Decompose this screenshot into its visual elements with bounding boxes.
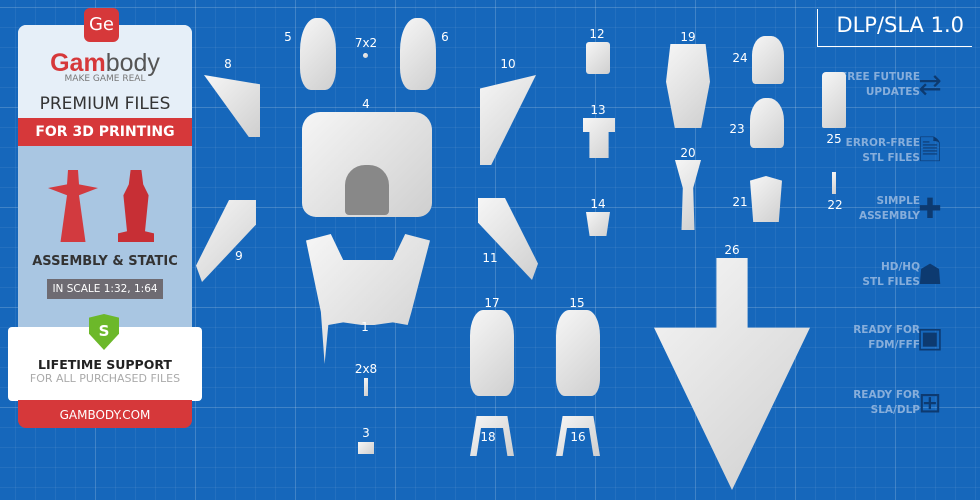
feature-line-1: ERROR-FREE <box>845 137 920 149</box>
part-5 <box>300 18 336 90</box>
feature-line-1: READY FOR <box>853 389 920 401</box>
part-number-label: 17 <box>484 296 500 310</box>
part-number-label: 18 <box>480 430 496 444</box>
part-number-label: 15 <box>569 296 585 310</box>
feature-line-2: SLA/DLP <box>870 404 920 416</box>
part-number-label: 5 <box>284 30 292 44</box>
part-14 <box>586 212 610 236</box>
part-number-label: 25 <box>826 132 842 146</box>
part-number-label: 21 <box>732 195 748 209</box>
part-number-label: 2x8 <box>354 362 378 376</box>
assembled-figure-icon <box>48 170 98 242</box>
fdm-printer-icon: ▣ <box>916 321 944 354</box>
feature-line-1: FREE FUTURE <box>840 71 920 83</box>
part-4-bay <box>345 165 389 215</box>
part-number-label: 13 <box>590 103 606 117</box>
scale-badge: IN SCALE 1:32, 1:64 <box>47 279 163 299</box>
part-number-label: 3 <box>362 426 370 440</box>
feature-label: READY FOR SLA/DLP <box>853 388 920 418</box>
part-7 <box>363 53 368 58</box>
feature-line-1: READY FOR <box>853 324 920 336</box>
feature-line-1: HD/HQ <box>880 261 920 273</box>
feature-line-2: STL FILES <box>862 152 920 164</box>
part-10 <box>480 75 536 165</box>
part-13 <box>583 118 615 158</box>
part-20 <box>675 160 701 230</box>
part-number-label: 20 <box>680 146 696 160</box>
tagline: MAKE GAME REAL <box>64 74 146 84</box>
part-3 <box>358 442 374 454</box>
gambody-logo-mark: Ge <box>84 8 119 42</box>
file-check-icon: 🗎 <box>918 134 942 167</box>
version-title: DLP/SLA 1.0 <box>817 9 972 47</box>
part-number-label: 11 <box>482 251 498 265</box>
support-subtitle: FOR ALL PURCHASED FILES <box>29 372 181 385</box>
part-12 <box>586 42 610 74</box>
feature-line-2: STL FILES <box>862 276 920 288</box>
part-number-label: 6 <box>441 30 449 44</box>
feature-line-2: ASSEMBLY <box>858 210 920 222</box>
assembly-static-label: ASSEMBLY & STATIC <box>32 254 178 269</box>
part-number-label: 9 <box>235 249 243 263</box>
static-figure-icon <box>118 170 154 242</box>
part-number-label: 24 <box>732 51 748 65</box>
part-21 <box>750 176 782 222</box>
part-number-label: 16 <box>570 430 586 444</box>
part-number-label: 12 <box>589 27 605 41</box>
part-number-label: 19 <box>680 30 696 44</box>
feature-line-2: UPDATES <box>865 86 920 98</box>
feature-line-2: FDM/FFF <box>868 339 920 351</box>
brand-name: Gambody <box>50 49 160 77</box>
part-23 <box>750 98 784 148</box>
part-number-label: 1 <box>361 320 369 334</box>
part-26 <box>654 258 810 490</box>
feature-label: SIMPLE ASSEMBLY <box>859 194 920 224</box>
part-11 <box>478 198 538 280</box>
part-1 <box>306 234 430 364</box>
part-22 <box>832 172 836 194</box>
part-8 <box>204 75 260 137</box>
part-25 <box>822 72 846 128</box>
feature-label: HD/HQ STL FILES <box>862 260 920 290</box>
sync-icon: ⇄ <box>918 68 942 101</box>
gambody-website-link[interactable]: GAMBODY.COM <box>18 400 192 428</box>
part-19 <box>666 44 710 128</box>
part-15 <box>556 310 600 396</box>
feature-label: READY FOR FDM/FFF <box>853 323 920 353</box>
part-24 <box>752 36 784 84</box>
part-6 <box>400 18 436 90</box>
feature-label: FREE FUTURE UPDATES <box>840 70 920 100</box>
gambody-promo-panel: Gambody MAKE GAME REAL PREMIUM FILES FOR… <box>18 25 192 427</box>
part-number-label: 4 <box>362 97 370 111</box>
part-number-label: 7x2 <box>354 36 378 50</box>
support-title: LIFETIME SUPPORT <box>38 357 172 372</box>
figure-icon: ☗ <box>917 258 943 291</box>
part-number-label: 10 <box>500 57 516 71</box>
part-number-label: 23 <box>729 122 745 136</box>
feature-label: ERROR-FREE STL FILES <box>846 136 920 166</box>
part-number-label: 22 <box>827 198 843 212</box>
premium-files-label: PREMIUM FILES <box>39 94 171 114</box>
feature-line-1: SIMPLE <box>876 195 920 207</box>
for-3d-printing-banner: FOR 3D PRINTING <box>18 118 192 146</box>
part-9 <box>196 200 256 282</box>
sla-printer-icon: ⊞ <box>918 386 942 419</box>
part-17 <box>470 310 514 396</box>
part-number-label: 8 <box>224 57 232 71</box>
part-2 <box>364 378 368 396</box>
part-number-label: 26 <box>724 243 740 257</box>
part-number-label: 14 <box>590 197 606 211</box>
puzzle-icon: ✚ <box>918 192 942 225</box>
